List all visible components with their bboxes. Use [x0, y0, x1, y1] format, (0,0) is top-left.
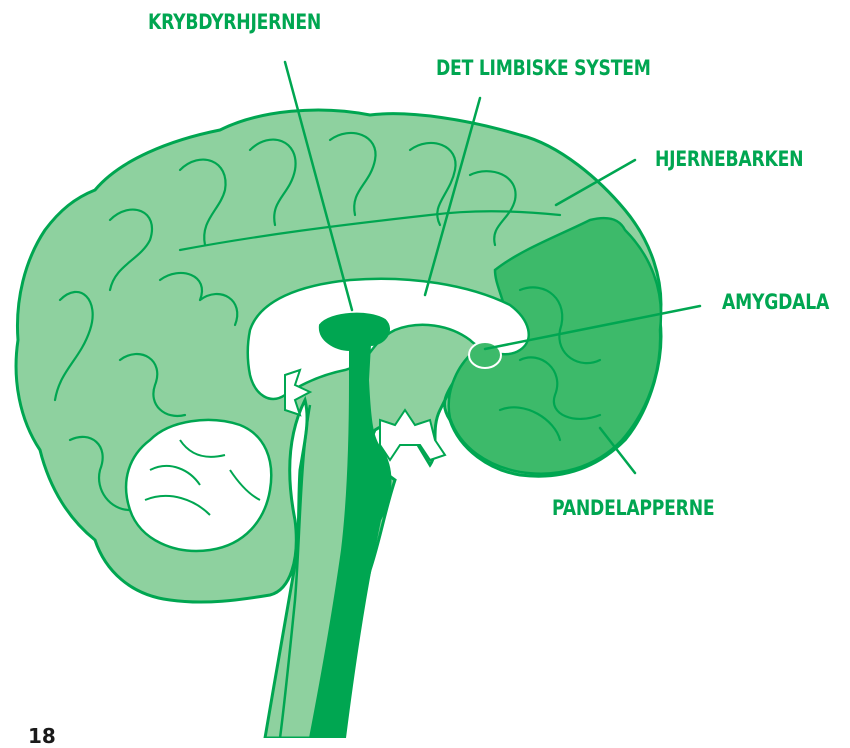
- label-reptile-brain: KRYBDYRHJERNEN: [148, 10, 321, 34]
- label-amygdala: AMYGDALA: [722, 290, 829, 314]
- label-frontal-lobes: PANDELAPPERNE: [552, 496, 714, 520]
- label-limbic-system: DET LIMBISKE SYSTEM: [436, 56, 651, 80]
- page-number: 18: [28, 724, 56, 748]
- label-cortex: HJERNEBARKEN: [655, 147, 803, 171]
